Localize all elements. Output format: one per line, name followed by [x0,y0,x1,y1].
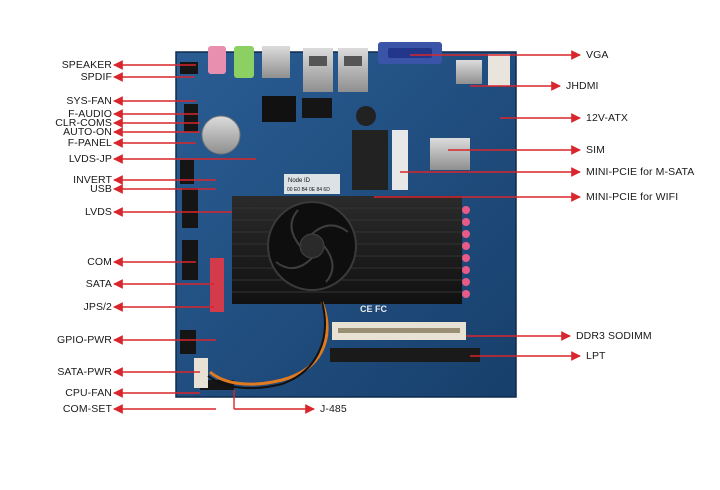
callout-label-sys-fan: SYS-FAN [66,95,112,107]
callout-label-lvds-jp: LVDS-JP [68,153,112,165]
sata-power-header [194,358,208,388]
lan-usb-stack-2 [338,48,368,92]
node-id-value: 00 E0 B4 0E 84 6D [287,187,330,193]
sim-slot [430,138,470,170]
lan-usb-stack-1 [303,48,333,92]
callout-label-sata: SATA [85,278,112,290]
callout-label-speaker: SPEAKER [61,59,112,71]
mini-pcie-label [392,130,408,190]
callout-label-jhdmi: JHDMI [566,80,599,92]
callout-label-com-set: COM-SET [62,403,112,415]
bios-chip [302,98,332,118]
callout-label-usb: USB [90,183,112,195]
sata-port-2 [210,286,224,312]
callout-label-com: COM [87,256,112,268]
sata-port-1 [210,258,224,288]
callout-label-sata-pwr: SATA-PWR [57,366,112,378]
callout-label-sim: SIM [586,144,605,156]
callout-label-vga: VGA [586,49,609,61]
ps2-port [262,46,290,78]
callout-label-clr-coms: CLR-COMS [55,117,112,129]
mini-pcie-msata-slot [352,130,388,190]
callout-label-12v-atx: 12V-ATX [586,112,628,124]
io-chip [262,96,296,122]
node-id-title: Node ID [288,178,311,184]
callout-label-invert: INVERT [73,174,112,186]
callout-label-auto-on: AUTO-ON [63,126,112,138]
ce-fcc-mark: CE FC [360,304,388,314]
hdmi-port [456,60,482,84]
callout-label-cpu-fan: CPU-FAN [65,387,112,399]
green-audio-jack [234,46,254,78]
callout-label-lvds: LVDS [84,206,112,218]
callout-label-j-485: J-485 [320,403,347,415]
buzzer [356,106,376,126]
lpt-header [330,348,480,362]
callout-label-f-audio: F-AUDIO [68,108,112,120]
callout-label-mini-pcie-for-m-sata: MINI-PCIE for M-SATA [586,166,695,178]
power-connector [488,54,510,86]
callout-arrows [113,50,581,414]
callout-label-lpt: LPT [586,350,606,362]
cmos-battery [201,115,241,155]
callout-label-ddr3-sodimm: DDR3 SODIMM [576,330,652,342]
callout-label-mini-pcie-for-wifi: MINI-PCIE for WIFI [586,191,679,203]
callout-label-spdif: SPDIF [80,71,112,83]
callout-label-f-panel: F-PANEL [67,137,112,149]
callout-label-gpio-pwr: GPIO-PWR [56,334,112,346]
pink-audio-jack [208,46,226,74]
callout-label-jps-2: JPS/2 [83,301,112,313]
